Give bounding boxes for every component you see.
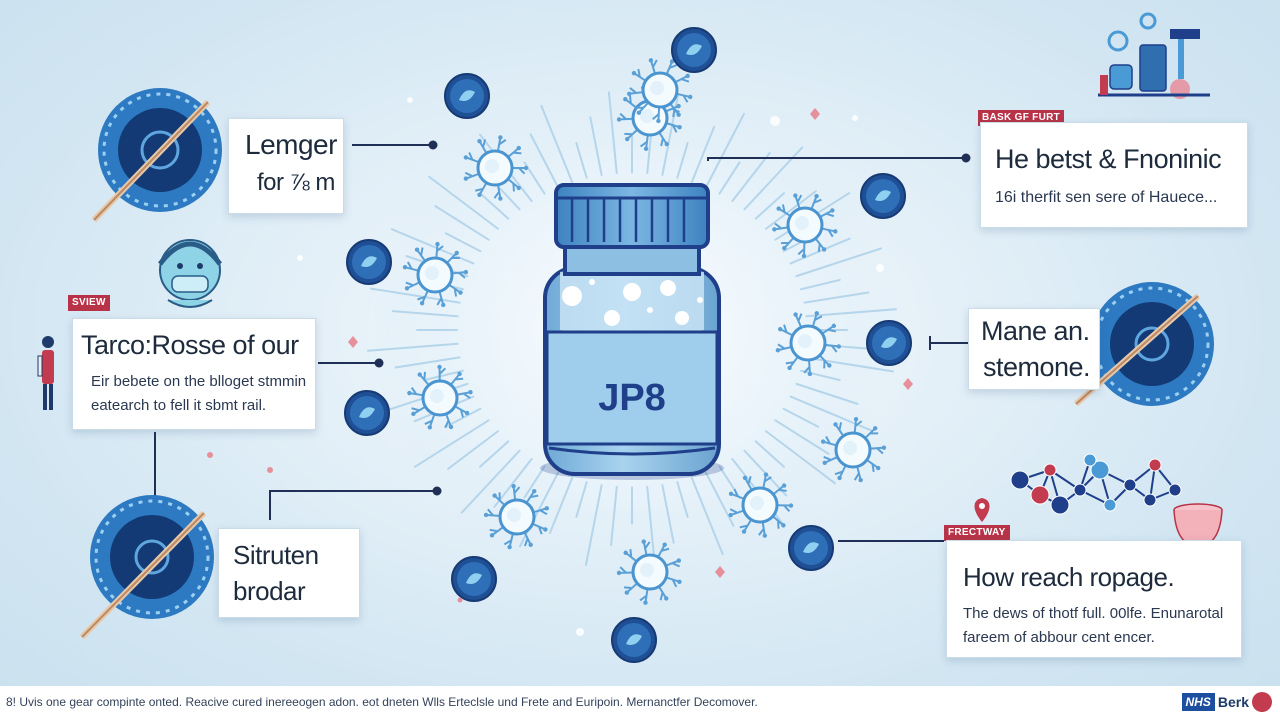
person-figure-icon: [37, 336, 54, 410]
card-top-right-title: He betst & Fnoninic: [995, 144, 1222, 174]
card-bottom-right-line2: fareem of abbour cent encer.: [963, 629, 1155, 646]
jar-label: JP8: [598, 377, 666, 419]
card-mid-left-tag: SVIEW: [68, 295, 110, 311]
logo-text: Berk: [1217, 694, 1249, 710]
cell-icon: [820, 416, 887, 483]
card-bottom-left-title-1: Sitruten: [233, 540, 319, 570]
cell-icon: [860, 173, 906, 219]
cell-icon: [483, 483, 549, 550]
cell-icon: [775, 311, 842, 377]
cell-icon: [344, 390, 390, 436]
card-mid-left-line2: eatearch to fell it sbmt rail.: [91, 397, 267, 414]
footer-logo: NHS Berk: [1181, 692, 1272, 712]
card-top-right-body: 16i therfit sen sere of Hauece...: [995, 189, 1218, 206]
cell-icon: [866, 320, 912, 366]
map-pin-icon: [974, 498, 990, 522]
target-icon: [91, 88, 222, 223]
target-icon: [79, 495, 214, 640]
mask-face-icon: [158, 239, 222, 308]
card-bottom-left: Sitruten brodar: [218, 528, 360, 618]
card-mid-left-line1: Eir bebete on the blloget stmmin: [91, 373, 307, 390]
card-bottom-right-tag: FRECTWAY: [944, 525, 1010, 541]
bowl-icon: [1173, 503, 1223, 547]
cell-icon: [728, 472, 794, 538]
card-mid-left: Tarco:Rosse of our Eir bebete on the bll…: [72, 318, 316, 430]
molecule-network-icon: [1010, 453, 1182, 515]
cell-icon: [444, 73, 490, 119]
logo-circle-icon: [1252, 692, 1272, 712]
decorative-dots: [297, 97, 884, 636]
card-mid-left-title: Tarco:Rosse of our: [81, 330, 299, 360]
cell-icon: [788, 525, 834, 571]
footer-bar: 8! Uvis one gear compinte onted. Reacive…: [0, 686, 1280, 720]
cell-icon: [402, 241, 469, 308]
card-bottom-right: How reach ropage. The dews of thotf full…: [946, 540, 1242, 658]
footer-text: 8! Uvis one gear compinte onted. Reacive…: [6, 695, 758, 709]
cell-icon: [346, 239, 392, 285]
card-top-left-body: for ⅞ m: [257, 169, 335, 196]
card-mid-right: Mane an. stemone.: [968, 308, 1100, 390]
decorative-sparkles: [207, 108, 913, 603]
cell-cluster: [344, 27, 912, 663]
card-bottom-left-title-2: brodar: [233, 576, 306, 606]
nhs-badge: NHS: [1181, 693, 1215, 711]
cell-icon: [671, 27, 717, 73]
cell-icon: [463, 135, 529, 201]
card-bottom-right-title: How reach ropage.: [963, 562, 1175, 592]
card-mid-right-title-2: stemone.: [983, 352, 1091, 382]
cell-icon: [772, 193, 838, 259]
connector-lines: [154, 140, 971, 542]
card-top-left: Lemger for ⅞ m: [228, 118, 344, 214]
cell-icon: [627, 58, 693, 124]
cell-icon: [407, 364, 473, 430]
cell-icon: [616, 539, 682, 605]
jar-icon: JP8: [540, 183, 724, 480]
card-mid-right-title-1: Mane an.: [981, 316, 1090, 346]
card-top-right: He betst & Fnoninic 16i therfit sen sere…: [980, 122, 1248, 228]
cell-icon: [611, 617, 657, 663]
cell-icon: [451, 556, 497, 602]
card-bottom-right-line1: The dews of thotf full. 00lfe. Enunarota…: [963, 605, 1224, 622]
lab-equipment-icon: [1098, 12, 1210, 99]
card-top-left-title: Lemger: [245, 129, 337, 160]
